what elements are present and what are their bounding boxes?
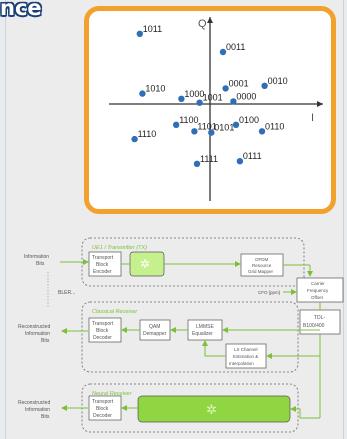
recon-line2: Information <box>25 331 50 337</box>
carrier-line2: Frequency <box>307 288 329 293</box>
classical-title: Classical Receiver <box>92 309 138 315</box>
constellation-point-label: 0011 <box>226 42 245 52</box>
constellation-point-label: 1001 <box>203 93 223 103</box>
constellation-point <box>222 85 229 92</box>
carrier-line1: Carrier <box>311 281 325 286</box>
carrier-offset-box <box>296 277 344 303</box>
constellation-point-label: 0101 <box>214 123 234 133</box>
constellation-point-label: 0100 <box>239 115 259 125</box>
receiver-block-diagram: UE1 / Transmitter (TX) Information Bits … <box>0 232 347 439</box>
info-bits-line1: Information <box>24 254 49 260</box>
classical-tb-decoder <box>88 317 122 343</box>
tx-tbe-line1: Transport <box>92 255 114 261</box>
tx-title: UE1 / Transmitter (TX) <box>92 245 147 251</box>
neural-rx-icon: ✲ <box>206 402 217 417</box>
recon2-line2: Information <box>25 407 50 413</box>
constellation-point-label: 1110 <box>138 129 157 139</box>
neural-tb-decoder <box>88 395 122 421</box>
ls-line1: LS Channel <box>234 347 258 352</box>
ofdm-line1: OFDM <box>255 257 268 262</box>
constellation-point <box>136 30 143 37</box>
rx-bus-to-neural <box>290 406 320 419</box>
constellation-point <box>258 128 266 135</box>
constellation-point <box>208 129 215 136</box>
neural-title: Neural Receiver <box>92 391 133 397</box>
qam-demapper <box>139 319 171 341</box>
i-axis-arrow <box>317 101 323 107</box>
ofdm-line3: Grid Mapper <box>248 269 274 274</box>
q-axis-arrow <box>207 17 213 23</box>
tdl-line1: TDL- <box>314 315 325 321</box>
ls-channel-estimation <box>225 343 267 369</box>
constellation-point <box>178 95 185 103</box>
constellation-point <box>131 135 138 143</box>
tx-neural-icon: ✲ <box>140 257 150 271</box>
constellation-point <box>196 99 203 106</box>
constellation-point <box>139 90 146 97</box>
constellation-point-label: 1000 <box>184 89 204 99</box>
constellation-point-label: 0110 <box>265 121 284 131</box>
tx-tbe-line3: Encoder <box>93 269 112 275</box>
ls-line2: Estimation & <box>233 354 258 359</box>
constellation-point <box>230 98 237 105</box>
tbd-line1: Transport <box>92 321 114 327</box>
tbd2-line1: Transport <box>92 399 114 405</box>
slide-title-fragment: nce <box>0 0 42 20</box>
constellation-point-label: 1100 <box>179 115 198 125</box>
tbd2-line3: Decoder <box>93 413 112 419</box>
constellation-point-label: 1011 <box>143 24 162 34</box>
constellation-point-label: 0001 <box>229 78 249 88</box>
constellation-point <box>173 121 180 128</box>
ls-to-lmmse <box>202 340 226 357</box>
qam-line1: QAM <box>149 324 160 330</box>
q-axis-label: Q <box>198 18 207 30</box>
tbd2-line2: Block <box>96 406 109 412</box>
classical-group-box <box>81 301 299 373</box>
constellation-point <box>193 160 201 167</box>
qam-line2: Demapper <box>143 331 167 337</box>
constellation-point <box>219 48 227 56</box>
lmmse-line1: LMMSE <box>196 324 214 330</box>
recon2-line1: Reconstructed <box>18 400 50 406</box>
constellation-point-label: 1111 <box>200 154 218 164</box>
tbd-line2: Block <box>96 328 109 334</box>
constellation-point-label: 1101 <box>197 121 216 131</box>
carrier-line3: Offset <box>311 295 324 300</box>
ofdm-line2: Resource <box>252 263 272 268</box>
constellation-point-label: 1010 <box>145 84 165 94</box>
recon2-line3: Bits <box>41 414 50 420</box>
ls-line3: Interpolation <box>229 361 254 366</box>
constellation-point <box>236 158 244 165</box>
recon-line3: Bits <box>41 338 50 344</box>
constellation-point <box>261 82 268 90</box>
lmmse-line2: Equalizer <box>192 331 213 337</box>
constellation-point <box>191 128 198 135</box>
recon-line1: Reconstructed <box>18 324 50 330</box>
bler-label: BLER... <box>58 290 75 296</box>
tbd-line3: Decoder <box>93 335 112 341</box>
lmmse-equalizer <box>187 319 223 341</box>
tx-tbe-line2: Block <box>96 262 109 268</box>
tdl-line2: B100/400 <box>303 323 325 329</box>
constellation-point <box>232 121 240 128</box>
constellation-point-label: 0010 <box>268 76 288 86</box>
i-axis-label: I <box>311 112 314 124</box>
constellation-point-label: 0000 <box>236 91 256 101</box>
cfo-label: CFO [ppm] <box>258 290 280 295</box>
info-bits-line2: Bits <box>36 261 45 267</box>
constellation-point-label: 0111 <box>243 151 262 161</box>
